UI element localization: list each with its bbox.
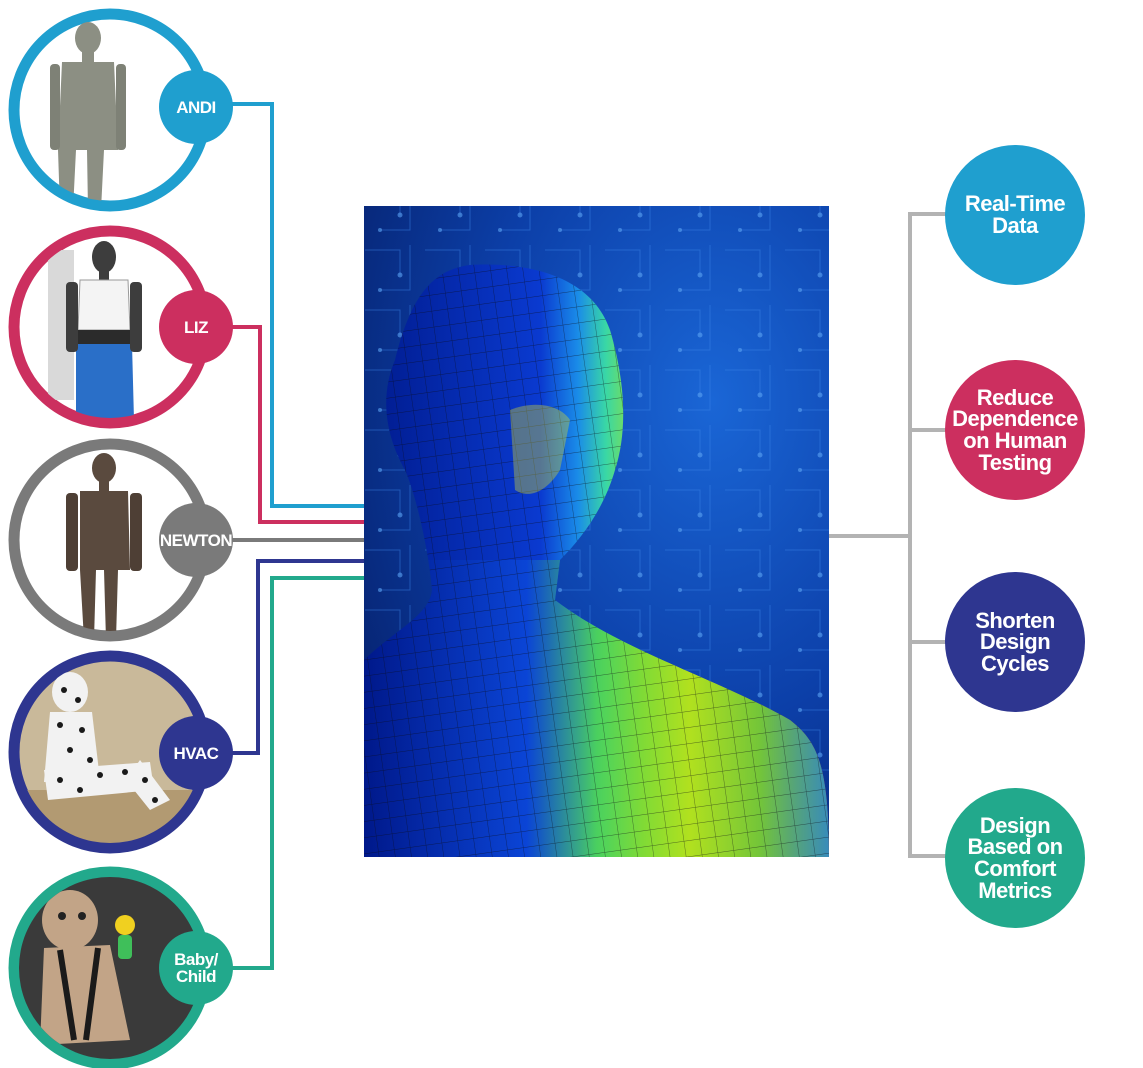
manikin-label-baby: Baby/ Child bbox=[174, 950, 218, 986]
output-connectors bbox=[829, 212, 950, 858]
center-thermal-image bbox=[364, 206, 829, 857]
benefit-comfort-circle bbox=[945, 788, 1085, 928]
andi-label-bubble bbox=[159, 70, 233, 144]
manikin-baby bbox=[8, 866, 212, 1068]
benefit-label-shorten: Shorten Design Cycles bbox=[975, 607, 1055, 676]
newton-label-bubble bbox=[159, 503, 233, 577]
manikin-label-newton: NEWTON bbox=[159, 530, 233, 550]
manikin-label-liz: LIZ bbox=[184, 317, 209, 337]
input-connectors bbox=[232, 102, 364, 970]
manikin-label-andi: ANDI bbox=[176, 97, 216, 117]
connector-baby bbox=[232, 576, 364, 970]
grey-manikin-icon bbox=[50, 22, 126, 201]
manikin-label-hvac: HVAC bbox=[173, 743, 219, 763]
hvac-label-bubble bbox=[159, 716, 233, 790]
connector-liz bbox=[232, 325, 364, 524]
female-manikin-icon bbox=[48, 241, 142, 418]
baby-label-bubble bbox=[159, 931, 233, 1005]
connector-andi bbox=[232, 102, 364, 508]
connector-hvac bbox=[232, 559, 364, 755]
brown-manikin-icon bbox=[66, 453, 142, 631]
infant-in-car-seat-icon bbox=[19, 877, 201, 1059]
benefit-circles bbox=[945, 145, 1085, 928]
benefit-shorten-circle bbox=[945, 572, 1085, 712]
liz-label-bubble bbox=[159, 290, 233, 364]
benefit-label-realtime: Real-Time Data bbox=[964, 191, 1066, 238]
benefit-label-comfort: Design Based on Comfort Metrics bbox=[967, 812, 1063, 903]
manikin-newton bbox=[8, 438, 212, 642]
manikin-liz bbox=[8, 225, 212, 429]
manikin-label-circles bbox=[159, 70, 233, 1005]
benefit-realtime-circle bbox=[945, 145, 1085, 285]
benefit-label-reduce: Reduce Dependence on Human Testing bbox=[952, 384, 1078, 475]
manikin-andi bbox=[8, 8, 212, 212]
benefit-reduce-circle bbox=[945, 360, 1085, 500]
